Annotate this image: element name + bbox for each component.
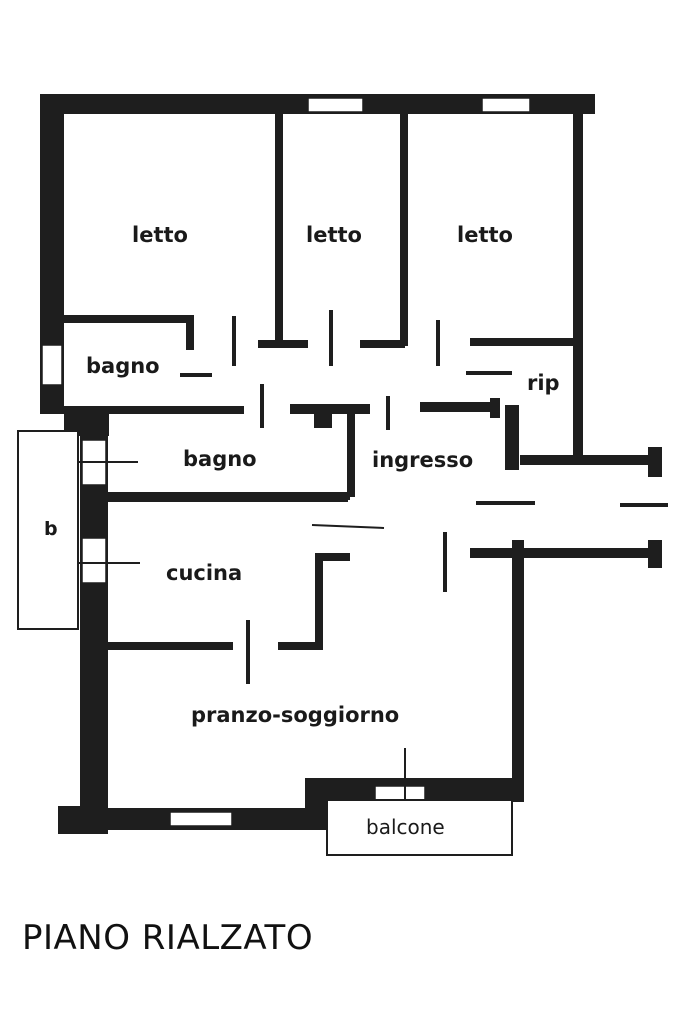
label-bagno-1: bagno bbox=[86, 354, 160, 378]
wall-bed-2-3 bbox=[400, 114, 408, 346]
window-bottom-2 bbox=[374, 785, 426, 801]
wall-right-upper bbox=[573, 110, 583, 460]
wall-kitchen-top bbox=[108, 496, 348, 502]
label-letto-2: letto bbox=[306, 223, 362, 247]
floor-title: PIANO RIALZATO bbox=[22, 918, 314, 958]
balcony-south bbox=[326, 799, 513, 856]
balcony-b bbox=[17, 430, 79, 630]
wall-rip-left bbox=[490, 398, 500, 418]
label-bagno-2: bagno bbox=[183, 447, 257, 471]
label-balcone: balcone bbox=[366, 815, 445, 839]
wall-kitchen-right bbox=[315, 553, 323, 650]
floor-plan: letto letto letto bagno rip bagno ingres… bbox=[17, 94, 668, 856]
label-letto-3: letto bbox=[457, 223, 513, 247]
wall-kitchen-top-right bbox=[315, 553, 350, 561]
label-cucina: cucina bbox=[166, 561, 242, 585]
wall-bottom-right-riser bbox=[305, 778, 327, 828]
label-pranzo-soggiorno: pranzo-soggiorno bbox=[191, 703, 399, 727]
wall-rip-bottom bbox=[520, 455, 660, 465]
window-bottom-1 bbox=[169, 811, 233, 827]
wall-corridor-bottom-c bbox=[420, 402, 500, 412]
wall-lower-east bbox=[470, 548, 655, 558]
wall-bed-seg-a bbox=[258, 340, 308, 348]
label-b: b bbox=[44, 518, 58, 540]
wall-right-lower bbox=[512, 540, 524, 802]
label-ingresso: ingresso bbox=[372, 448, 473, 472]
window-left-1 bbox=[41, 344, 63, 386]
wall-bed-1-2 bbox=[275, 114, 283, 346]
wall-bed1-bottom bbox=[64, 315, 194, 323]
window-left-3 bbox=[81, 537, 107, 584]
wall-bagno2-right bbox=[347, 412, 355, 497]
wall-east-stub-top bbox=[648, 447, 662, 477]
wall-corridor-bottom-a bbox=[64, 406, 244, 414]
wall-kitchen-bottom-a bbox=[108, 642, 233, 650]
wall-ingresso-right bbox=[505, 405, 519, 470]
doors bbox=[56, 310, 668, 800]
wall-kitchen-bottom-b bbox=[278, 642, 323, 650]
wall-bed1-stub bbox=[186, 315, 194, 350]
window-top-1 bbox=[307, 97, 364, 113]
window-top-2 bbox=[481, 97, 531, 113]
label-letto-1: letto bbox=[132, 223, 188, 247]
wall-corridor-pier bbox=[314, 404, 332, 428]
door-hall bbox=[311, 524, 385, 529]
wall-bed-seg-c bbox=[470, 338, 575, 346]
wall-bed-seg-b bbox=[360, 340, 405, 348]
label-rip: rip bbox=[527, 371, 560, 395]
